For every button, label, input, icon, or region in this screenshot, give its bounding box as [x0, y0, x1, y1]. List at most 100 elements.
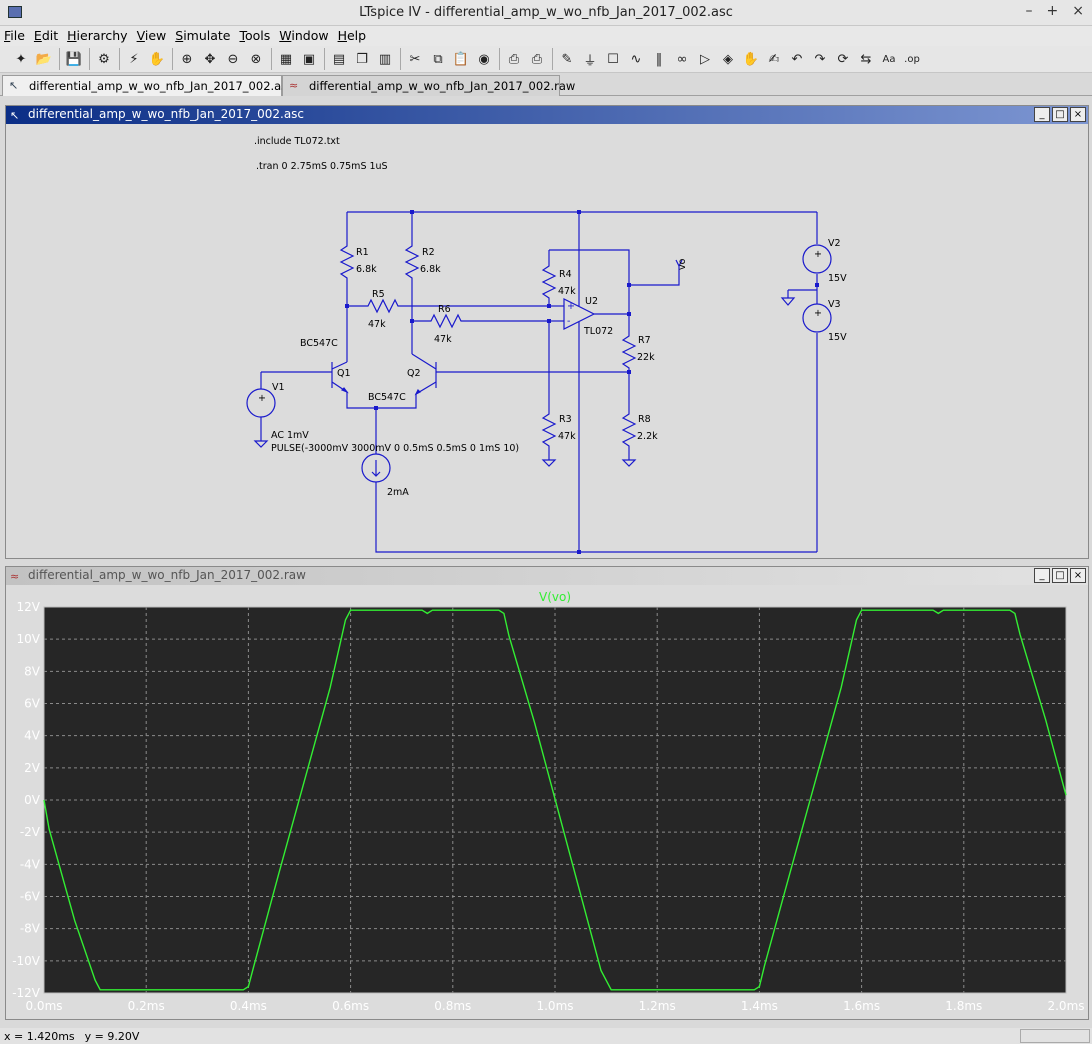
cascade-icon[interactable]: ❐: [356, 51, 368, 67]
v2-label[interactable]: V2: [828, 238, 841, 249]
schematic-canvas[interactable]: + + + + - .include TL072.txt .tran 0 2.7…: [6, 124, 1088, 558]
q1-model[interactable]: BC547C: [300, 338, 338, 349]
include-directive[interactable]: .include TL072.txt: [254, 136, 340, 147]
minimize-icon[interactable]: _: [1034, 107, 1050, 122]
tran-directive[interactable]: .tran 0 2.75mS 0.75mS 1uS: [256, 161, 388, 172]
r7-value[interactable]: 22k: [637, 352, 655, 363]
component-icon[interactable]: ◈: [723, 51, 733, 67]
r4-label[interactable]: R4: [559, 269, 572, 280]
spice-directive-icon[interactable]: .op: [904, 53, 920, 65]
v3-value[interactable]: 15V: [828, 332, 847, 343]
r2-label[interactable]: R2: [422, 247, 435, 258]
restore-icon[interactable]: □: [1052, 107, 1068, 122]
r6-value[interactable]: 47k: [434, 334, 452, 345]
minimize-icon[interactable]: –: [1025, 3, 1033, 19]
close-icon[interactable]: ×: [1070, 107, 1086, 122]
move-icon[interactable]: ✋: [742, 51, 760, 67]
u2-label[interactable]: U2: [585, 296, 598, 307]
control-panel-icon[interactable]: ⚙: [98, 51, 110, 67]
r1-label[interactable]: R1: [356, 247, 369, 258]
find-icon[interactable]: ◉: [478, 51, 490, 67]
v1-ac-value[interactable]: AC 1mV: [271, 430, 309, 441]
zoom-out-icon[interactable]: ⊖: [227, 51, 239, 67]
close-icon[interactable]: ×: [1072, 3, 1084, 19]
zoom-cancel-icon[interactable]: ⊗: [250, 51, 262, 67]
print-icon[interactable]: ⎙: [531, 51, 543, 67]
pan-icon[interactable]: ✥: [204, 51, 216, 67]
r8-label[interactable]: R8: [638, 414, 651, 425]
redo-icon[interactable]: ↷: [814, 51, 826, 67]
menu-view[interactable]: View: [136, 28, 167, 43]
schematic-window[interactable]: ↖ differential_amp_w_wo_nfb_Jan_2017_002…: [5, 105, 1089, 559]
r3-value[interactable]: 47k: [558, 431, 576, 442]
menu-help[interactable]: Help: [337, 28, 367, 43]
restore-icon[interactable]: □: [1052, 568, 1068, 583]
cut-icon[interactable]: ✂: [409, 51, 421, 67]
q2-model[interactable]: BC547C: [368, 392, 406, 403]
inductor-icon[interactable]: ∞: [676, 51, 688, 67]
maximize-icon[interactable]: +: [1046, 3, 1059, 19]
resistor-icon[interactable]: ∿: [630, 51, 642, 67]
v2-value[interactable]: 15V: [828, 273, 847, 284]
schematic-icon: ↖: [9, 79, 19, 92]
q1-label[interactable]: Q1: [337, 368, 351, 379]
print-preview-icon[interactable]: ⎙: [508, 51, 520, 67]
v1-label[interactable]: V1: [272, 382, 285, 393]
paste-icon[interactable]: 📋: [452, 51, 470, 67]
trace-line-vvo[interactable]: [43, 609, 1067, 991]
capacitor-icon[interactable]: ‖: [655, 51, 663, 67]
tab-schematic[interactable]: ↖ differential_amp_w_wo_nfb_Jan_2017_002…: [2, 75, 294, 96]
menu-file[interactable]: File: [4, 28, 25, 43]
r5-value[interactable]: 47k: [368, 319, 386, 330]
new-schematic-icon[interactable]: ✦: [15, 51, 27, 67]
label-net-icon[interactable]: ☐: [607, 51, 619, 67]
minimize-icon[interactable]: _: [1034, 568, 1050, 583]
ground-icon[interactable]: ⏚: [583, 53, 597, 69]
save-icon[interactable]: 💾: [65, 51, 83, 67]
close-icon[interactable]: ×: [1070, 568, 1086, 583]
run-icon[interactable]: ⚡: [129, 51, 139, 67]
zoom-in-icon[interactable]: ⊕: [181, 51, 193, 67]
r7-label[interactable]: R7: [638, 335, 651, 346]
tile-vertical-icon[interactable]: ▥: [378, 51, 392, 67]
halt-icon[interactable]: ✋: [148, 51, 166, 67]
waveform-window-titlebar[interactable]: ≈ differential_amp_w_wo_nfb_Jan_2017_002…: [6, 567, 1088, 585]
trace-label[interactable]: V(vo): [539, 590, 571, 604]
u2-model[interactable]: TL072: [583, 326, 613, 337]
tab-waveform[interactable]: ≈ differential_amp_w_wo_nfb_Jan_2017_002…: [282, 75, 575, 96]
rotate-icon[interactable]: ⟳: [837, 51, 849, 67]
tile-horizontal-icon[interactable]: ▤: [332, 51, 346, 67]
wire-icon[interactable]: ✎: [561, 51, 573, 67]
v3-label[interactable]: V3: [828, 299, 841, 310]
waveform-window[interactable]: ≈ differential_amp_w_wo_nfb_Jan_2017_002…: [5, 566, 1089, 1020]
mirror-icon[interactable]: ⇆: [860, 51, 872, 67]
r5-label[interactable]: R5: [372, 289, 385, 300]
drag-icon[interactable]: ✍: [768, 51, 780, 67]
autorange-icon[interactable]: ▦: [279, 51, 293, 67]
r2-value[interactable]: 6.8k: [420, 264, 441, 275]
text-icon[interactable]: Aa: [882, 53, 896, 65]
open-icon[interactable]: 📂: [35, 51, 53, 67]
diode-icon[interactable]: ▷: [700, 51, 710, 67]
copy-icon[interactable]: ⧉: [433, 51, 443, 67]
ltspice-app-icon: [8, 6, 22, 18]
zoom-extents-icon[interactable]: ▣: [302, 51, 316, 67]
menu-simulate[interactable]: Simulate: [175, 28, 231, 43]
menu-edit[interactable]: Edit: [33, 28, 59, 43]
menu-hierarchy[interactable]: Hierarchy: [67, 28, 128, 43]
q2-label[interactable]: Q2: [407, 368, 421, 379]
r8-value[interactable]: 2.2k: [637, 431, 658, 442]
i1-value[interactable]: 2mA: [387, 487, 409, 498]
menu-tools[interactable]: Tools: [239, 28, 271, 43]
r6-label[interactable]: R6: [438, 304, 451, 315]
schematic-window-titlebar[interactable]: ↖ differential_amp_w_wo_nfb_Jan_2017_002…: [6, 106, 1088, 124]
vo-net-label[interactable]: vo: [677, 258, 688, 270]
v1-pulse-value[interactable]: PULSE(-3000mV 3000mV 0 0.5mS 0.5mS 0 1mS…: [271, 443, 519, 454]
x-tick-label: 0.2ms: [128, 999, 165, 1013]
menu-window[interactable]: Window: [279, 28, 329, 43]
r4-value[interactable]: 47k: [558, 286, 576, 297]
r1-value[interactable]: 6.8k: [356, 264, 377, 275]
undo-icon[interactable]: ↶: [791, 51, 803, 67]
r3-label[interactable]: R3: [559, 414, 572, 425]
